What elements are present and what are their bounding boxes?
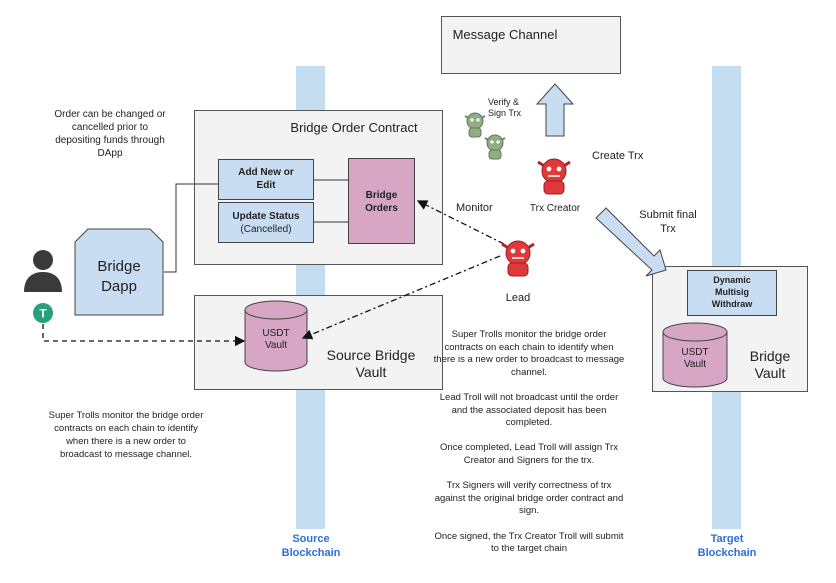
left-note: Super Trolls monitor the bridge order co… xyxy=(48,410,204,460)
message-channel-title: Message Channel xyxy=(452,27,558,42)
trx-creator-label: Trx Creator xyxy=(529,203,581,214)
dapp-note: Order can be changed or cancelled prior … xyxy=(54,109,166,159)
target-blockchain-label: Target Blockchain xyxy=(697,533,757,559)
bridge-order-contract-title: Bridge Order Contract xyxy=(290,120,418,135)
bridge-orders-box: Bridge Orders xyxy=(348,158,415,244)
dynamic-multisig-label: Dynamic Multisig Withdraw xyxy=(711,275,753,309)
monitor-label: Monitor xyxy=(456,202,493,214)
signer-troll-icon xyxy=(464,112,486,138)
source-usdt-vault-label: USDT Vault xyxy=(262,328,290,351)
dapp-contract-connector xyxy=(164,183,218,273)
signer-troll-icon xyxy=(484,134,506,160)
update-status-box: Update Status (Cancelled) xyxy=(218,202,314,243)
add-edit-box: Add New or Edit xyxy=(218,159,314,200)
user-icon xyxy=(24,250,62,292)
source-usdt-cylinder xyxy=(244,300,308,372)
update-status-sub: (Cancelled) xyxy=(240,224,292,235)
tether-token-icon: T xyxy=(33,303,53,323)
monitor-orders-arrow xyxy=(416,200,505,245)
source-bridge-vault-title: Source Bridge Vault xyxy=(326,347,416,380)
verify-sign-label: Verify & Sign Trx xyxy=(488,97,522,118)
create-trx-label: Create Trx xyxy=(592,150,644,162)
target-usdt-cylinder xyxy=(662,322,728,388)
bridge-dapp-shape xyxy=(74,228,164,316)
lead-troll-icon xyxy=(501,240,535,277)
verify-up-arrow xyxy=(535,83,575,137)
bridge-dapp-label: Bridge Dapp xyxy=(97,258,141,295)
submit-final-label: Submit final Trx xyxy=(639,209,697,235)
source-blockchain-label: Source Blockchain xyxy=(281,533,341,559)
target-usdt-vault-label: USDT Vault xyxy=(681,347,709,370)
monitor-vault-arrow xyxy=(301,255,501,340)
bridge-vault-title: Bridge Vault xyxy=(749,348,791,381)
lead-label: Lead xyxy=(505,292,531,304)
center-note: Super Trolls monitor the bridge order co… xyxy=(433,329,625,555)
dynamic-multisig-box: Dynamic Multisig Withdraw xyxy=(687,270,777,316)
update-status-label: Update Status xyxy=(232,211,300,222)
trx-creator-troll-icon xyxy=(537,158,571,195)
submit-final-arrow xyxy=(595,207,667,277)
deposit-arrow xyxy=(42,324,246,347)
bridge-orders-label: Bridge Orders xyxy=(365,190,398,214)
add-edit-label: Add New or Edit xyxy=(238,167,294,191)
message-channel-box xyxy=(441,16,621,74)
svg-text:T: T xyxy=(39,307,47,321)
